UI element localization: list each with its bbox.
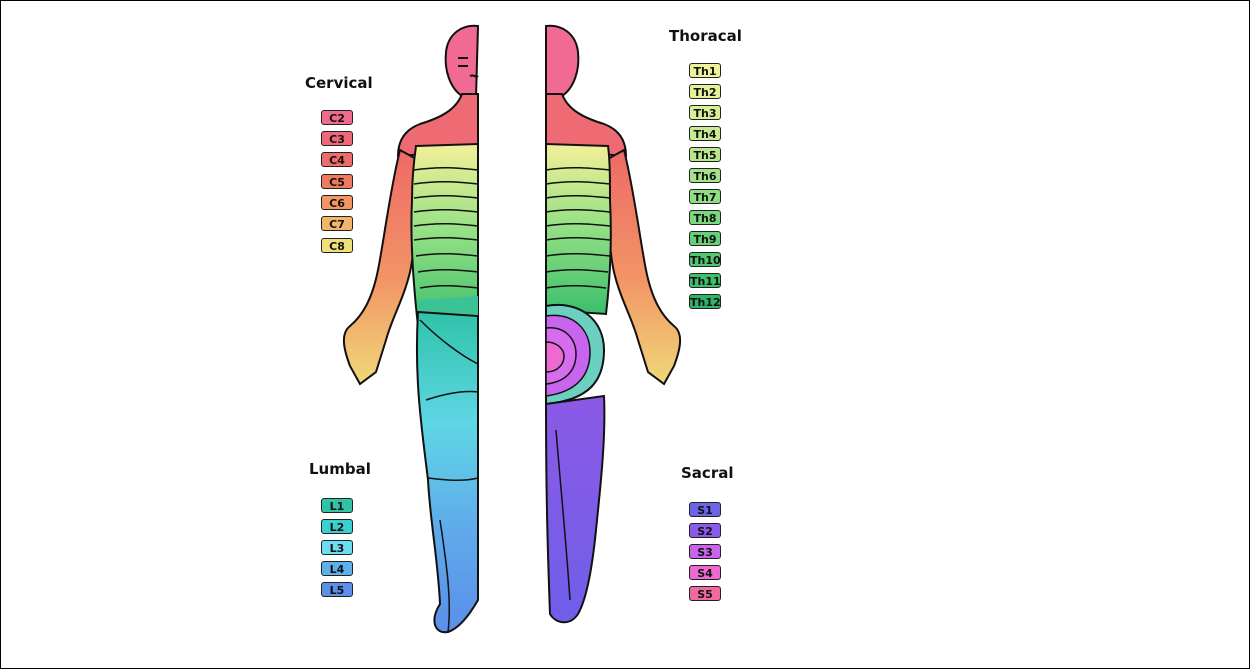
badge-th2: Th2 bbox=[689, 84, 721, 99]
back-view bbox=[546, 26, 680, 623]
badge-th5: Th5 bbox=[689, 147, 721, 162]
badge-s2: S2 bbox=[689, 523, 721, 538]
badge-th4: Th4 bbox=[689, 126, 721, 141]
badge-th10: Th10 bbox=[689, 252, 721, 267]
badge-l4: L4 bbox=[321, 561, 353, 576]
badge-s1: S1 bbox=[689, 502, 721, 517]
badge-th8: Th8 bbox=[689, 210, 721, 225]
badge-l3: L3 bbox=[321, 540, 353, 555]
badge-c4: C4 bbox=[321, 152, 353, 167]
sacral-title: Sacral bbox=[681, 464, 733, 482]
cervical-title: Cervical bbox=[305, 74, 373, 92]
badge-th11: Th11 bbox=[689, 273, 721, 288]
badge-th3: Th3 bbox=[689, 105, 721, 120]
badge-th12: Th12 bbox=[689, 294, 721, 309]
badge-c2: C2 bbox=[321, 110, 353, 125]
badge-c5: C5 bbox=[321, 174, 353, 189]
badge-th7: Th7 bbox=[689, 189, 721, 204]
badge-th1: Th1 bbox=[689, 63, 721, 78]
badge-l1: L1 bbox=[321, 498, 353, 513]
badge-l2: L2 bbox=[321, 519, 353, 534]
badge-s3: S3 bbox=[689, 544, 721, 559]
badge-c3: C3 bbox=[321, 131, 353, 146]
badge-s4: S4 bbox=[689, 565, 721, 580]
badge-s5: S5 bbox=[689, 586, 721, 601]
front-view bbox=[344, 26, 478, 632]
lumbal-title: Lumbal bbox=[309, 460, 371, 478]
badge-th9: Th9 bbox=[689, 231, 721, 246]
badge-c7: C7 bbox=[321, 216, 353, 231]
badge-c8: C8 bbox=[321, 238, 353, 253]
badge-th6: Th6 bbox=[689, 168, 721, 183]
badge-c6: C6 bbox=[321, 195, 353, 210]
thoracal-title: Thoracal bbox=[669, 27, 742, 45]
badge-l5: L5 bbox=[321, 582, 353, 597]
